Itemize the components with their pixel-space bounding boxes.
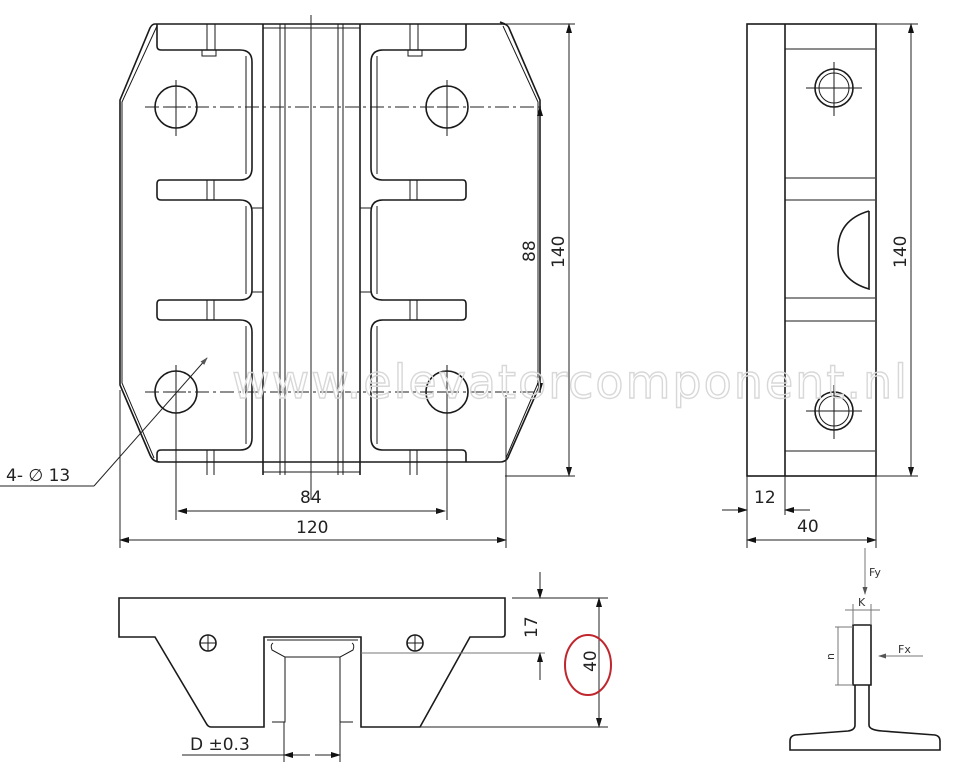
svg-text:88: 88: [520, 240, 540, 262]
hole-callout-label: 4- ∅ 13: [6, 466, 70, 486]
bottom-holes: [199, 634, 424, 652]
svg-text:Fx: Fx: [898, 643, 911, 656]
dim-140-front: 140: [505, 23, 575, 477]
svg-text:84: 84: [300, 488, 322, 508]
svg-text:40: 40: [797, 517, 819, 537]
svg-text:120: 120: [296, 518, 328, 538]
dim-88: 88: [520, 106, 543, 393]
side-view: 140 12 40: [722, 23, 918, 548]
svg-text:140: 140: [891, 236, 911, 268]
red-highlight-circle: [564, 634, 612, 696]
side-holes: [806, 62, 862, 439]
svg-text:140: 140: [549, 236, 569, 268]
svg-text:17: 17: [522, 616, 542, 638]
bottom-view: 17 40 D ±0.3: [118, 572, 612, 762]
dim-84: 84: [177, 488, 446, 514]
rail-force-diagram: Fy K n Fx: [789, 548, 941, 751]
dim-12: 12: [722, 476, 810, 548]
dim-slot: D ±0.3: [182, 722, 341, 762]
dim-120: 120: [119, 390, 507, 548]
svg-text:n: n: [824, 653, 837, 660]
dim-17: 17: [512, 572, 545, 680]
dim-140-side: 140: [876, 23, 918, 477]
front-view: 4- ∅ 13 84 120 88 140: [0, 15, 575, 548]
right-ribs: [360, 24, 467, 475]
hole-callout: 4- ∅ 13: [0, 357, 208, 487]
mounting-holes: [145, 80, 545, 520]
watermark: www.elevatorcomponent.nl: [232, 355, 909, 409]
svg-text:K: K: [858, 596, 866, 609]
svg-text:12: 12: [754, 488, 776, 508]
svg-text:Fy: Fy: [869, 566, 881, 579]
dim-40-side: 40: [746, 476, 877, 548]
dim-40-bottom: 40: [420, 597, 612, 728]
svg-text:D ±0.3: D ±0.3: [190, 735, 250, 755]
highlighted-dimension: 40: [581, 650, 601, 672]
left-ribs: [156, 24, 263, 475]
